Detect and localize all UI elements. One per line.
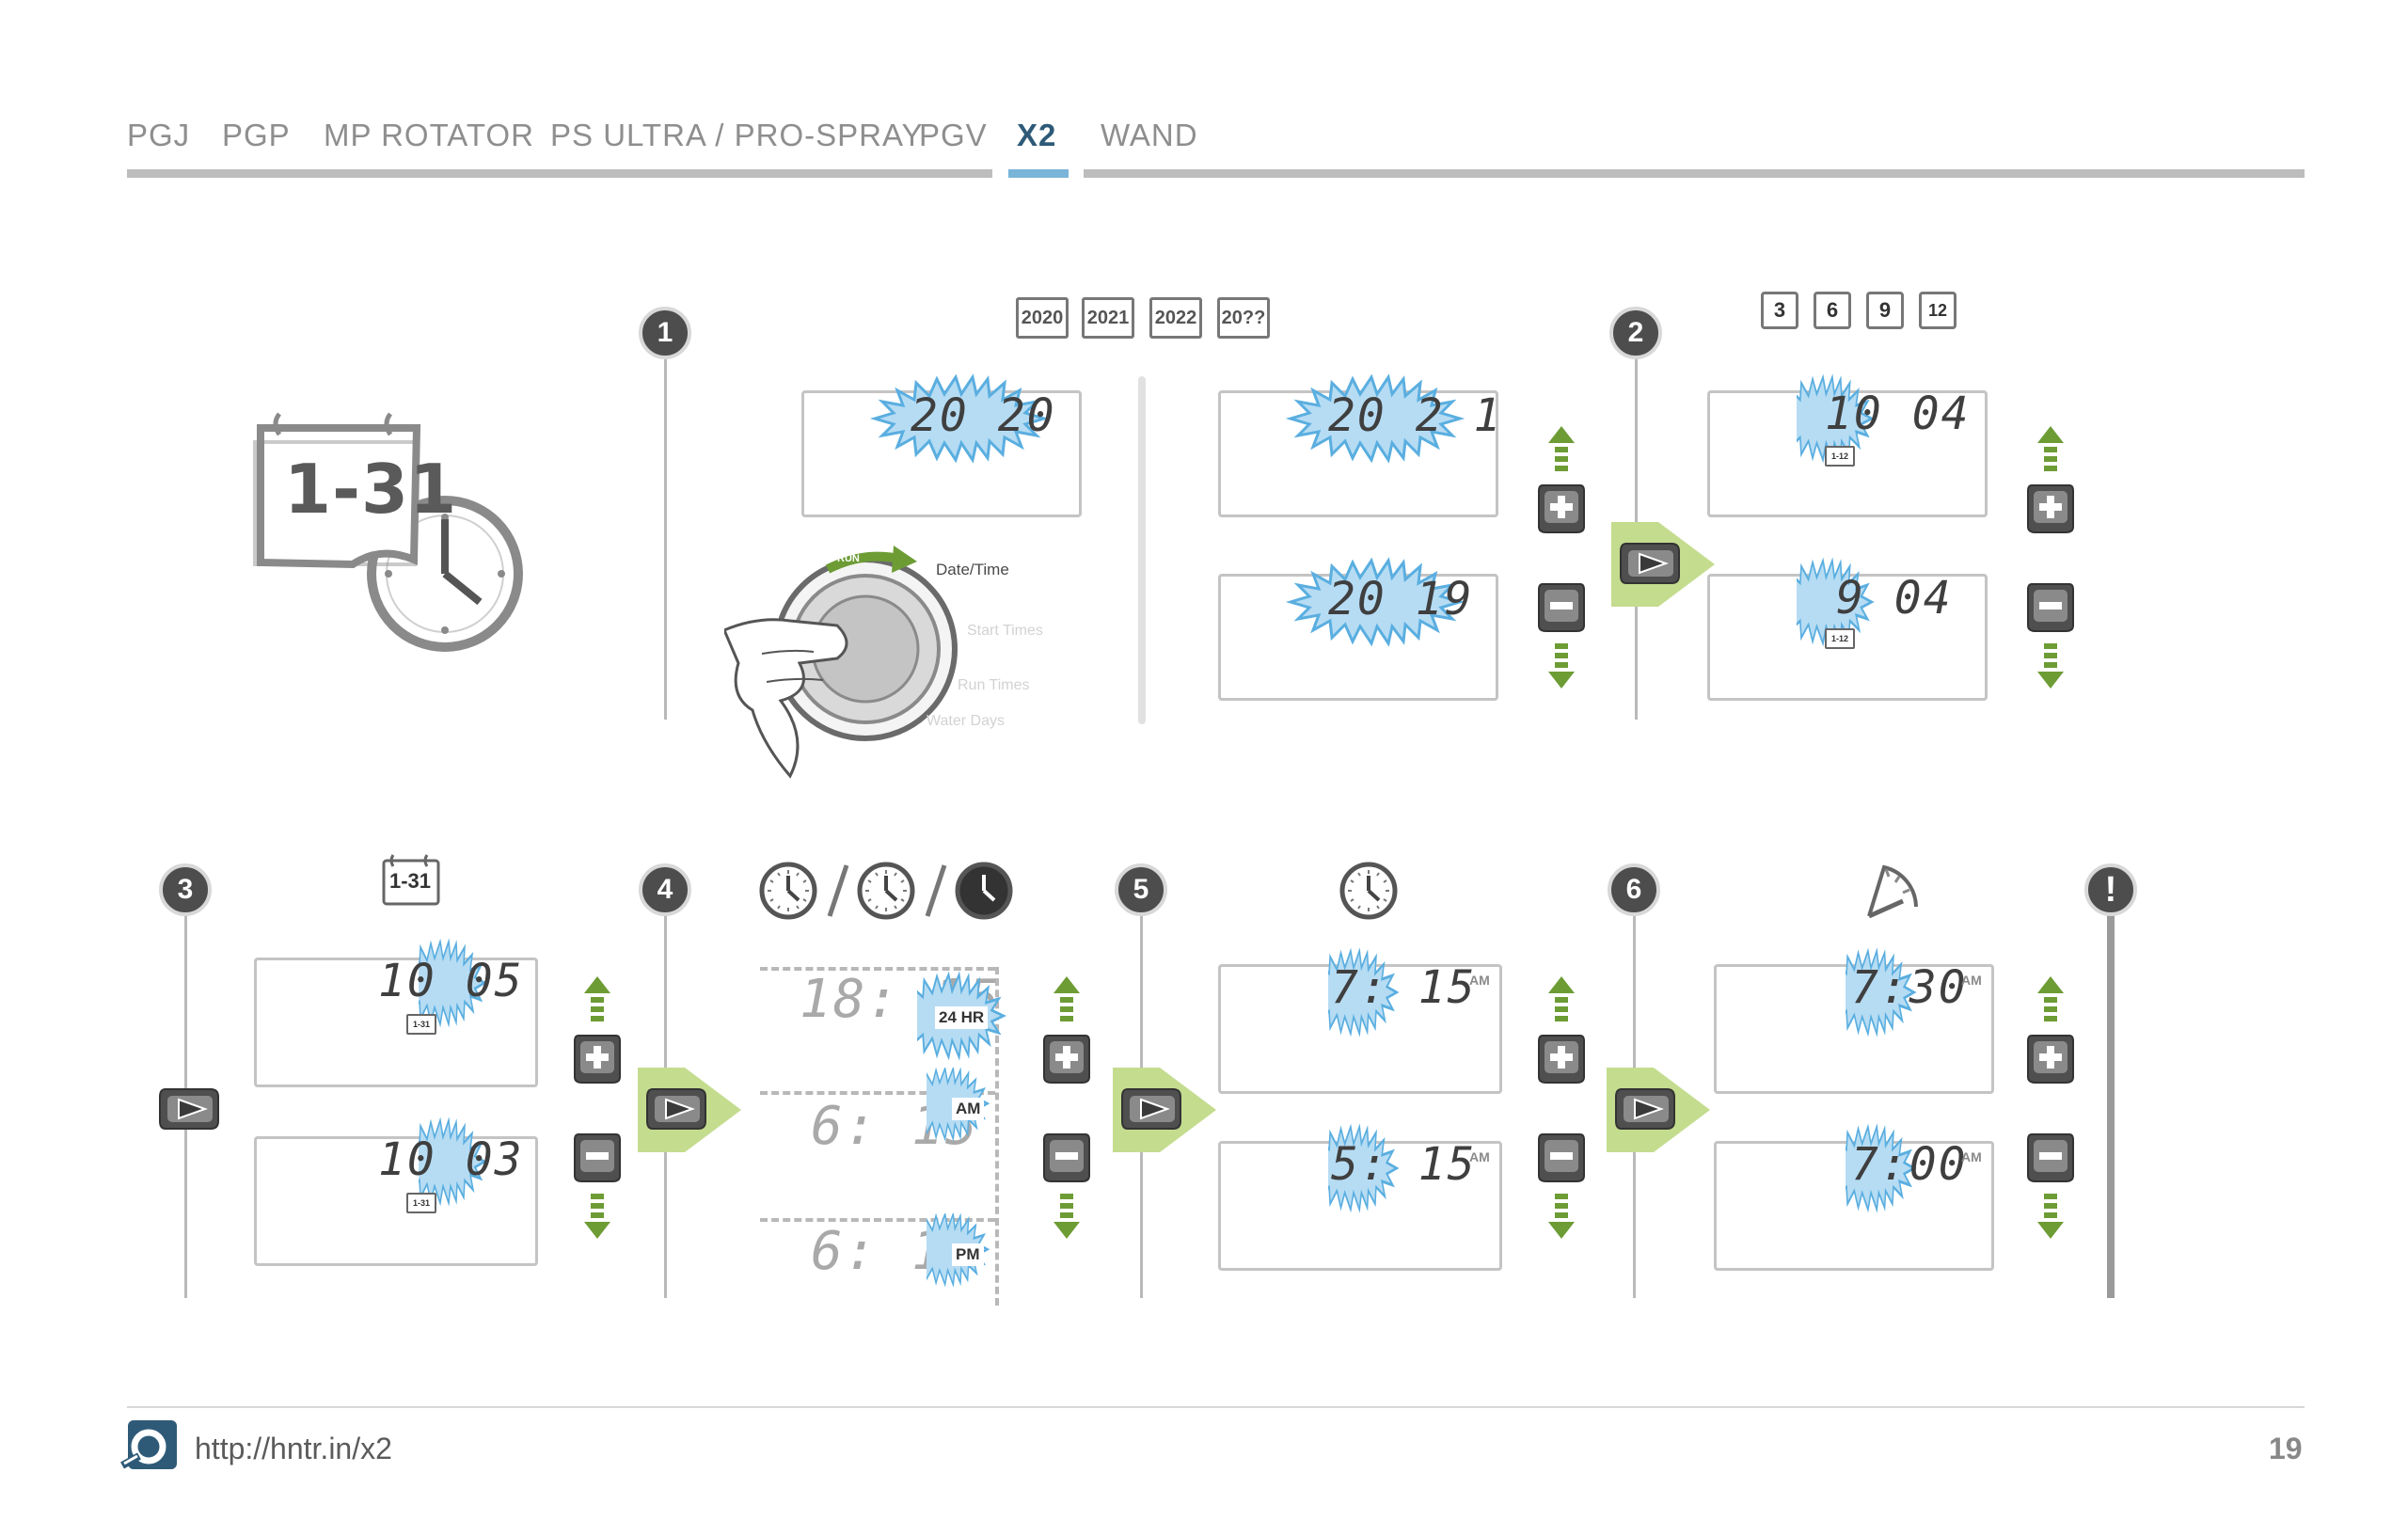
- year-calendar-icon: 2020: [1016, 297, 1069, 339]
- month-tag-icon: 1-12: [1825, 446, 1855, 467]
- tab-underline-active: [1008, 169, 1069, 178]
- am-indicator: AM: [1469, 973, 1490, 988]
- month-tag-icon: 1-12: [1825, 628, 1855, 649]
- tab-pgp[interactable]: PGP: [222, 118, 291, 152]
- day-down-value: 10 03: [378, 1133, 524, 1186]
- step-6-badge: 6: [1608, 863, 1660, 916]
- tab-mp-rotator[interactable]: MP ROTATOR: [324, 118, 534, 152]
- month-down-value: 9 04: [1836, 572, 1953, 625]
- step-2-badge: 2: [1609, 307, 1662, 359]
- footer-divider: [127, 1406, 2305, 1408]
- dial-date-time-label[interactable]: Date/Time: [936, 561, 1009, 578]
- mode-dial-icon[interactable]: [724, 541, 969, 785]
- clock-icon: [1336, 858, 1402, 924]
- next-button[interactable]: [158, 1082, 220, 1138]
- format-guide: [760, 1091, 995, 1095]
- tab-underline: [127, 169, 992, 178]
- tab-pgv[interactable]: PGV: [919, 118, 988, 152]
- month-calendar-icon: 9: [1866, 292, 1904, 329]
- divider: [1138, 376, 1146, 724]
- step-3-badge: 3: [159, 863, 212, 916]
- year-calendar-icon: 2021: [1082, 297, 1134, 339]
- year-calendar-icon: 2022: [1149, 297, 1202, 339]
- tab-ps-ultra[interactable]: PS ULTRA / PRO-SPRAY: [550, 118, 924, 152]
- dial-run-times-label[interactable]: Run Times: [958, 677, 1030, 693]
- hour-down-value: 5: 15: [1331, 1138, 1477, 1191]
- day-down-lcd: [254, 1136, 538, 1266]
- page-number: 19: [2269, 1432, 2303, 1465]
- dial-start-times-label[interactable]: Start Times: [967, 623, 1043, 639]
- year-calendar-icon: 20??: [1217, 297, 1270, 339]
- minute-down-value: 7:00: [1851, 1138, 1968, 1191]
- minute-dial-icon: [1867, 864, 1918, 919]
- date-time-icon: [253, 412, 523, 652]
- am-indicator: AM: [1961, 1149, 1982, 1164]
- year-adjust-controls: [1538, 426, 1585, 689]
- step-1-line: [664, 339, 667, 720]
- day-calendar-label: 1-31: [389, 869, 432, 893]
- tab-wand[interactable]: WAND: [1101, 118, 1198, 152]
- day-up-lcd: [254, 958, 538, 1087]
- year-value: 20 20: [911, 389, 1056, 442]
- step-4-badge: 4: [639, 863, 691, 916]
- hour-adjust-controls: [1538, 976, 1585, 1239]
- year-up-value: 20 2 1: [1328, 389, 1503, 442]
- format-guide: [760, 1218, 995, 1222]
- format-am-tag[interactable]: AM: [952, 1098, 985, 1120]
- month-calendar-icon: 12: [1919, 292, 1956, 329]
- day-calendar-icon: [382, 854, 440, 906]
- month-up-value: 10 04: [1825, 388, 1971, 440]
- month-adjust-controls: [2027, 426, 2074, 689]
- month-calendar-icon: 6: [1814, 292, 1851, 329]
- minute-adjust-controls: [2027, 976, 2074, 1239]
- format-guide: [760, 967, 995, 971]
- am-indicator: AM: [1961, 973, 1982, 988]
- step-1-badge: 1: [639, 307, 691, 359]
- format-pm-tag[interactable]: PM: [952, 1243, 984, 1266]
- hero-calendar-label: 1-31: [284, 450, 458, 529]
- year-down-value: 20 19: [1328, 573, 1474, 625]
- clock-format-icons: [752, 862, 1013, 920]
- next-step-panel[interactable]: [630, 1063, 752, 1157]
- am-indicator: AM: [1469, 1149, 1490, 1164]
- dial-water-days-label[interactable]: Water Days: [927, 713, 1005, 729]
- day-adjust-controls: [574, 976, 621, 1239]
- minute-up-value: 7:30: [1851, 961, 1968, 1014]
- next-step-panel[interactable]: [1599, 1063, 1721, 1157]
- day-up-value: 10 05: [378, 955, 524, 1007]
- step-5-badge: 5: [1115, 863, 1167, 916]
- product-tabs: PGJ PGP MP ROTATOR PS ULTRA / PRO-SPRAY …: [127, 118, 2305, 183]
- end-line: [2107, 894, 2115, 1298]
- day-tag-icon: 1-31: [406, 1193, 436, 1213]
- format-adjust-controls: [1043, 976, 1090, 1239]
- hour-up-value: 7: 15: [1331, 961, 1477, 1014]
- hunter-logo-icon: [120, 1420, 177, 1469]
- tab-pgj[interactable]: PGJ: [127, 118, 191, 152]
- format-24hr-tag[interactable]: 24 HR: [935, 1006, 989, 1029]
- next-step-panel[interactable]: [1105, 1063, 1228, 1157]
- final-note-badge: !: [2084, 863, 2137, 916]
- month-calendar-icon: 3: [1761, 292, 1798, 329]
- format-guide: [995, 967, 999, 1306]
- tab-underline: [1084, 169, 2305, 178]
- dial-run-label: RUN: [837, 553, 860, 564]
- tab-x2[interactable]: X2: [1017, 118, 1057, 152]
- day-tag-icon: 1-31: [406, 1014, 436, 1035]
- footer-link[interactable]: http://hntr.in/x2: [195, 1432, 392, 1465]
